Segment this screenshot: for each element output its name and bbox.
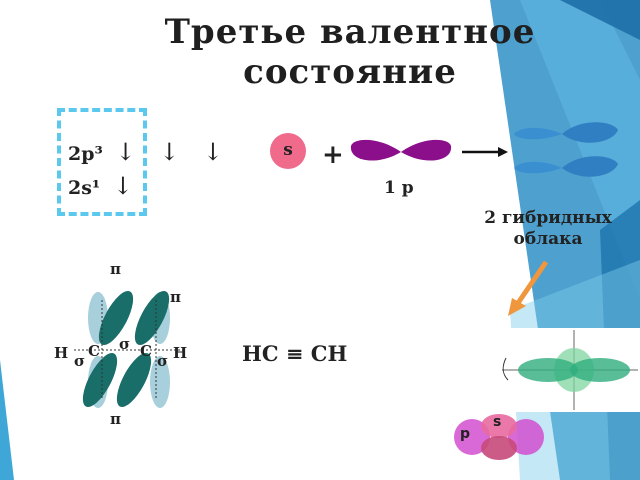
sigma-label-right: σ: [157, 352, 169, 370]
slide-title: Третье валентное состояние: [164, 12, 536, 92]
acetylene-formula: HC ≡ CH: [242, 341, 348, 366]
carbon-left: C: [88, 342, 100, 360]
orbital-2p-arrows: ↓ ↓ ↓: [115, 138, 232, 166]
hydrogen-right: H: [173, 344, 188, 362]
pi-label-right: п: [170, 288, 181, 306]
orbital-2s-arrows: ↓: [112, 172, 141, 200]
carbon-right: C: [140, 342, 152, 360]
orbital-2p-label: 2p³: [68, 143, 103, 165]
hydrogen-left: H: [54, 344, 69, 362]
sp-label-s: s: [493, 414, 502, 430]
hybrid-orbitals-shape: [514, 122, 618, 177]
pointer-arrow: [508, 260, 549, 316]
orbital-2p-row: 2p³ ↓ ↓ ↓: [68, 138, 231, 166]
transform-arrow: [462, 147, 508, 157]
pi-label-bottom: п: [110, 410, 121, 428]
sigma-label-center: σ: [119, 335, 131, 353]
sp-orbital-picture: p s: [452, 412, 548, 462]
hybrid-caption: 2 гибридных облака: [484, 208, 612, 249]
orbital-3d-picture: [500, 328, 640, 412]
sp-label-p: p: [460, 426, 471, 442]
sigma-label-left: σ: [74, 352, 86, 370]
orbital-dashed-box: [57, 108, 147, 216]
p-orbital-shape: [350, 139, 452, 161]
acetylene-orbital-diagram: [74, 291, 184, 408]
orbital-2s-row: 2s¹ ↓: [68, 172, 141, 200]
orbital-2s-label: 2s¹: [68, 177, 101, 199]
pi-label-top: п: [110, 260, 121, 278]
s-orbital-circle: s: [270, 133, 306, 169]
plus-sign: +: [322, 140, 344, 170]
p-orbital-caption: 1 p: [384, 178, 414, 198]
